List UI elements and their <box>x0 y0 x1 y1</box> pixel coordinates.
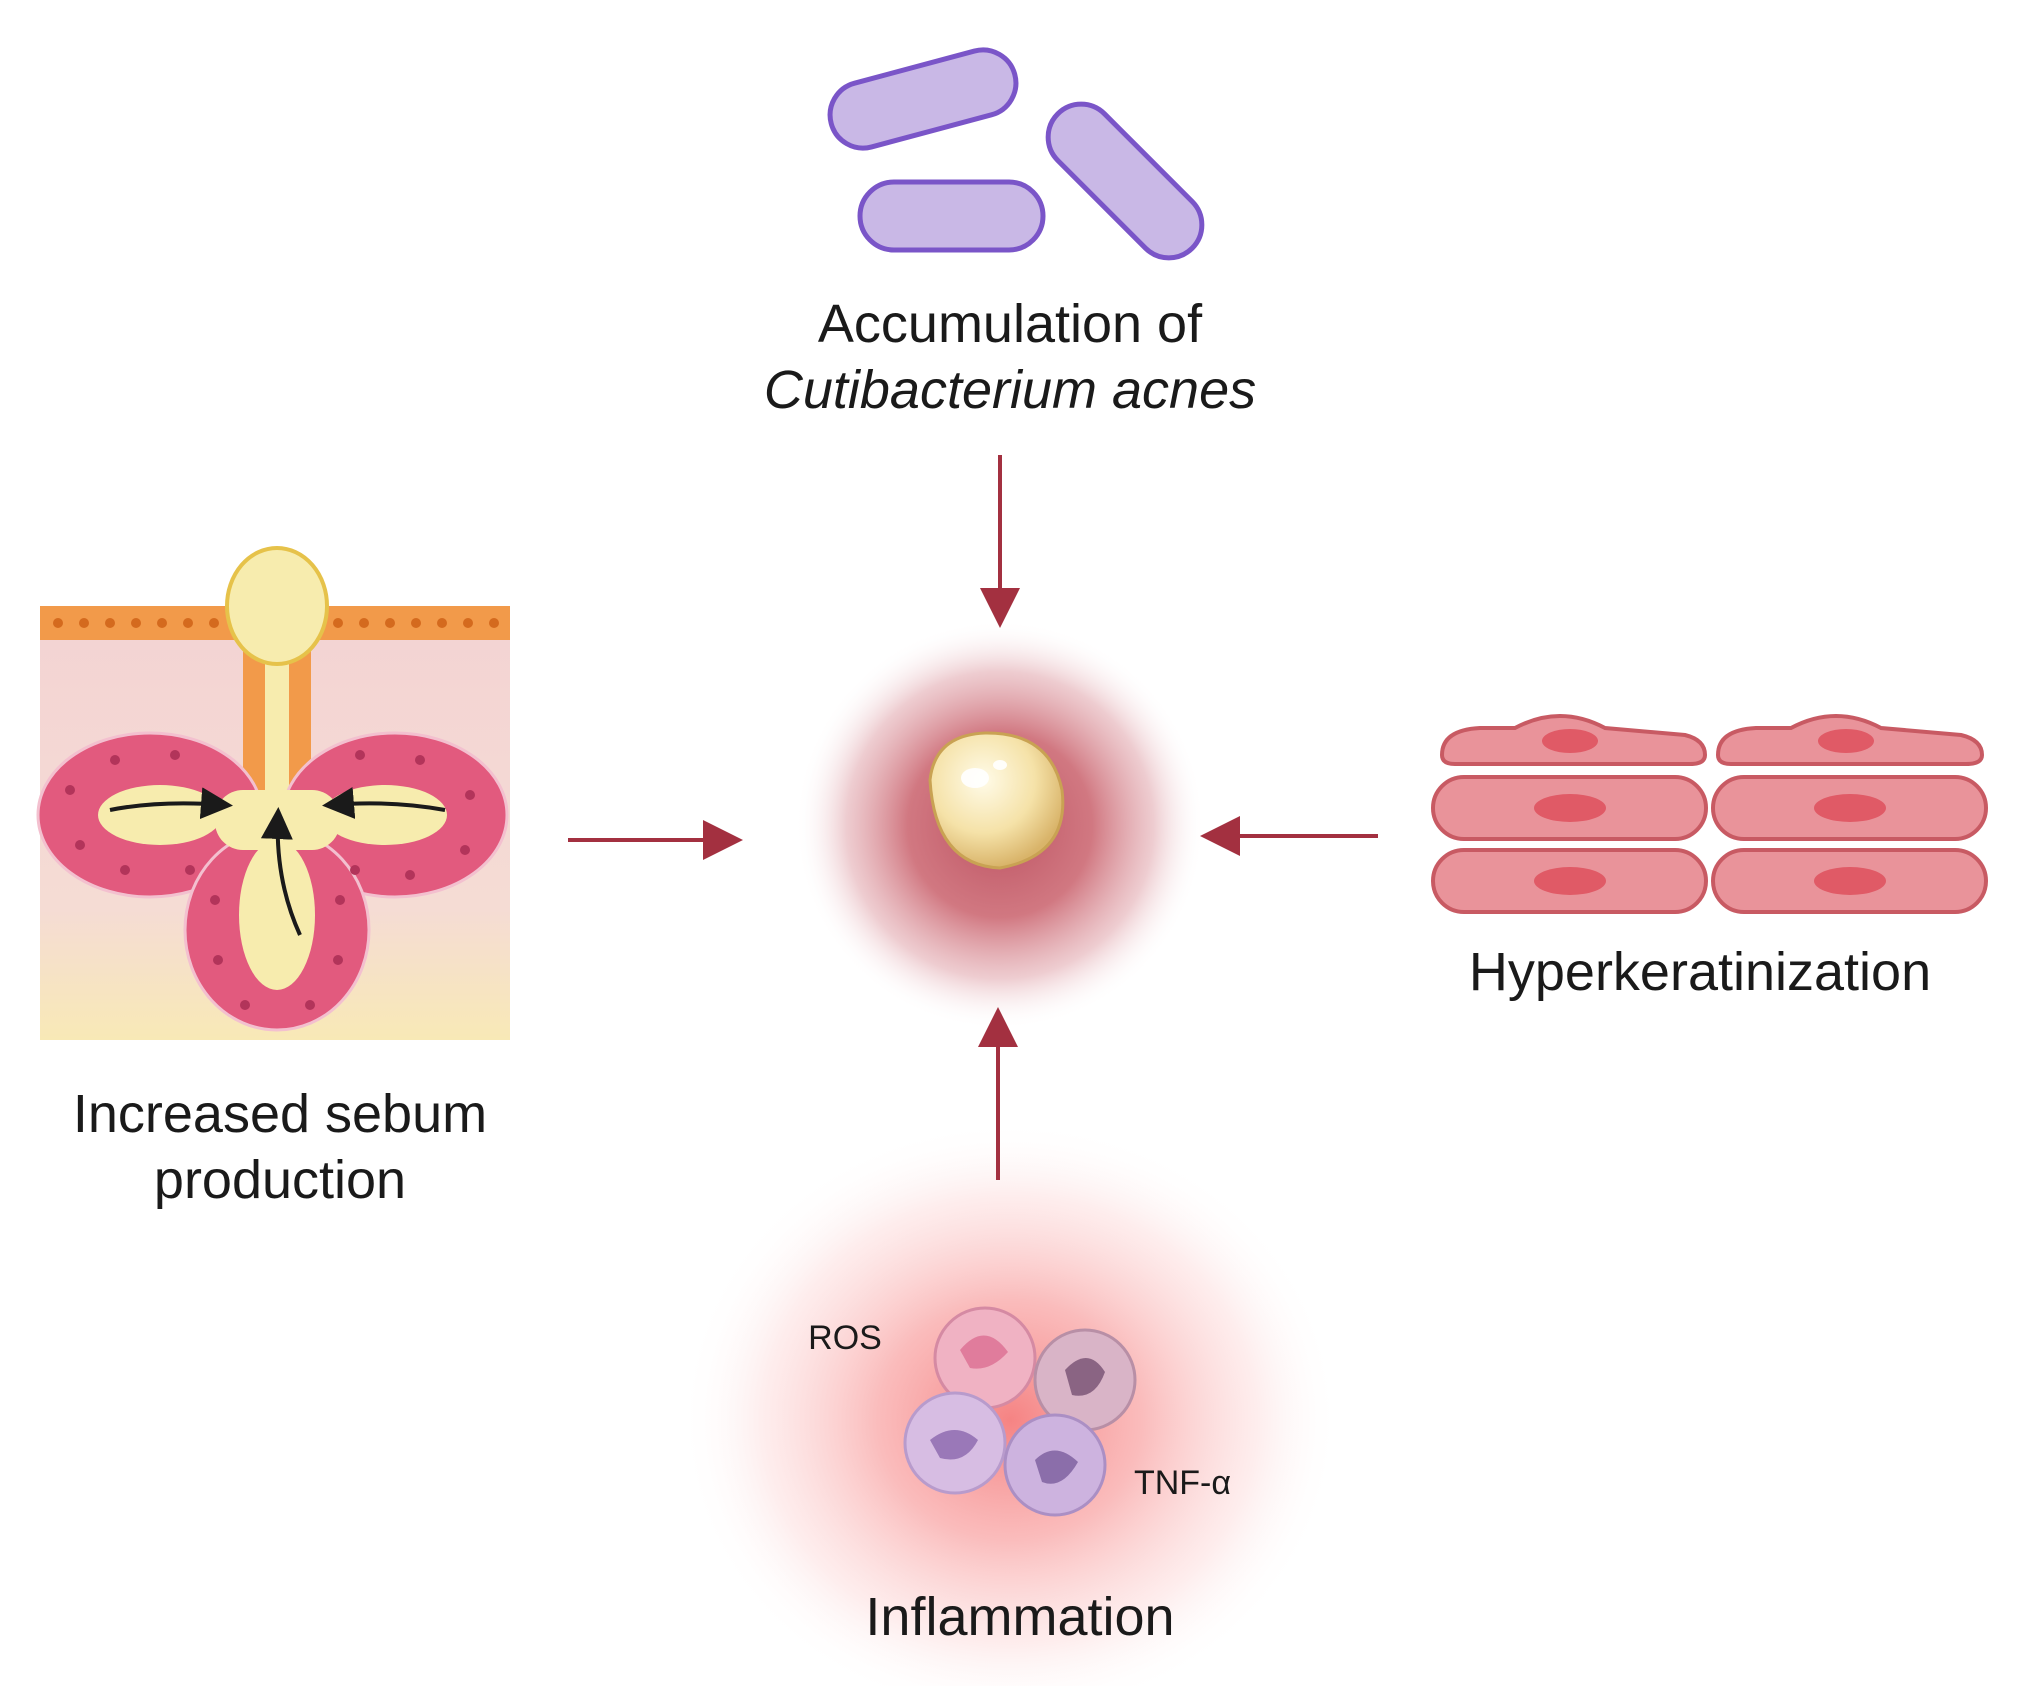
bacterium-rod <box>1045 101 1205 261</box>
hyperkeratinization-label: Hyperkeratinization <box>1468 942 1932 1002</box>
keratinocyte-layers-illustration <box>1431 714 1988 914</box>
bacteria-illustration <box>827 47 1205 261</box>
sebum-label-line1: Increased sebum <box>72 1084 488 1144</box>
inflammation-label: Inflammation <box>865 1587 1175 1647</box>
acne-lesion-illustration <box>795 620 1205 1030</box>
bacteria-label: Accumulation of Cutibacterium acnes <box>640 292 1380 424</box>
bacteria-label-line2: Cutibacterium acnes <box>763 359 1257 420</box>
bacterium-rod <box>857 179 1046 253</box>
arrows <box>568 455 1378 1180</box>
sebum-label-line2: production <box>153 1149 407 1210</box>
immune-cell <box>1003 1413 1107 1517</box>
bacterium-rod <box>827 47 1019 151</box>
bacteria-label-line1: Accumulation of <box>817 294 1203 354</box>
sebum-label: Increased sebum production <box>20 1082 540 1214</box>
inflammation-illustration <box>680 1120 1340 1691</box>
ros-label: ROS <box>808 1319 882 1357</box>
immune-cell <box>903 1391 1007 1495</box>
tnf-alpha-label: TNF-α <box>1133 1464 1232 1502</box>
sebaceous-gland-illustration <box>36 546 510 1040</box>
